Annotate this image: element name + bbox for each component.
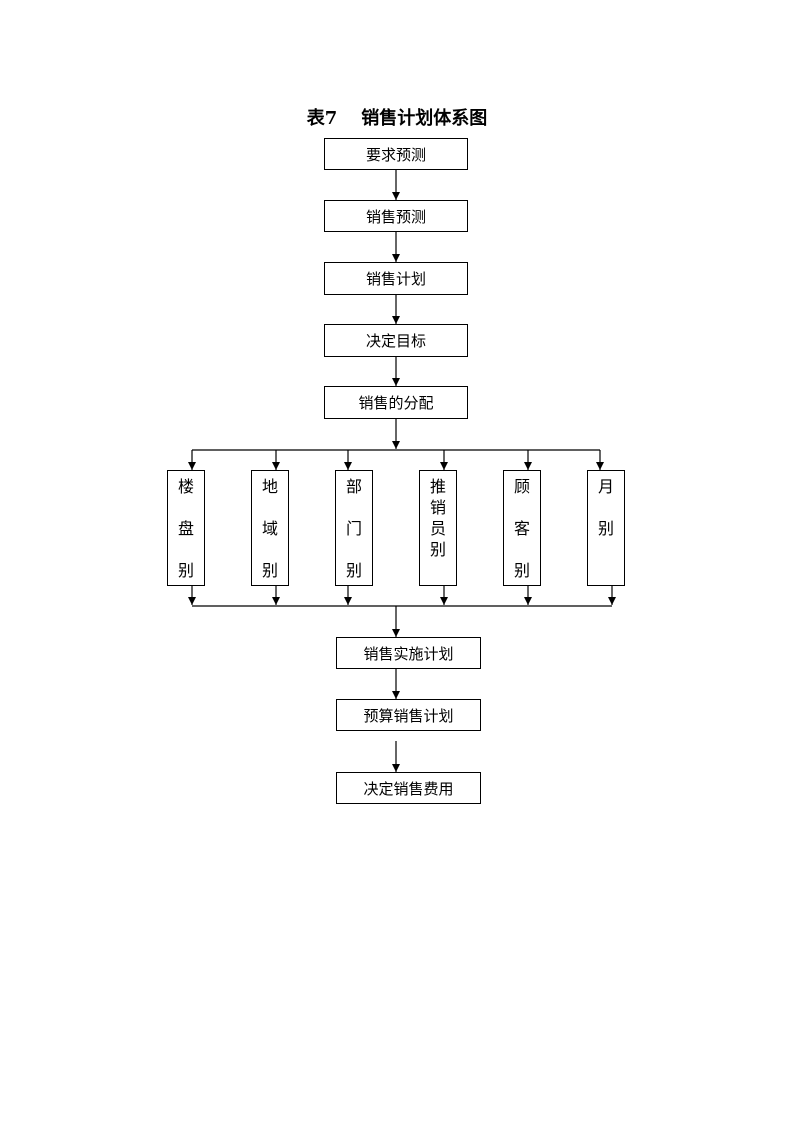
box-sales-allocation: 销售的分配 [324, 386, 468, 419]
char: 月 [597, 477, 614, 496]
table-number: 表7 [306, 108, 338, 129]
box-by-month: 月 别 [587, 470, 625, 586]
char: 推 [429, 477, 446, 496]
box-sales-allocation-label: 销售的分配 [358, 394, 434, 412]
char: 客 [513, 519, 530, 538]
box-by-property: 楼 盘 别 [167, 470, 205, 586]
char: 别 [429, 540, 446, 559]
char: 别 [177, 561, 194, 580]
char: 楼 [177, 477, 194, 496]
box-by-region: 地 域 别 [251, 470, 289, 586]
box-decide-sales-expenses: 决定销售费用 [336, 772, 481, 804]
char: 销 [429, 498, 446, 517]
box-sales-plan-label: 销售计划 [365, 270, 426, 288]
char: 地 [261, 477, 278, 496]
char: 顾 [513, 477, 530, 496]
diagram-title: 表7 销售计划体系图 [0, 104, 794, 130]
char: 域 [261, 519, 278, 538]
box-sales-forecast: 销售预测 [324, 200, 468, 232]
box-budget-sales-plan: 预算销售计划 [336, 699, 481, 731]
box-sales-plan: 销售计划 [324, 262, 468, 295]
box-by-department: 部 门 别 [335, 470, 373, 586]
char: 别 [597, 519, 614, 538]
box-decide-sales-expenses-label: 决定销售费用 [363, 779, 454, 798]
diagram-name: 销售计划体系图 [361, 108, 488, 129]
box-by-salesperson: 推 销 员 别 [419, 470, 457, 586]
box-by-customer: 顾 客 别 [503, 470, 541, 586]
box-decide-targets: 决定目标 [324, 324, 468, 357]
box-demand-forecast-label: 要求预测 [365, 145, 426, 164]
char: 别 [345, 561, 362, 580]
box-sales-forecast-label: 销售预测 [365, 207, 426, 226]
box-budget-sales-plan-label: 预算销售计划 [363, 706, 454, 725]
char: 员 [429, 519, 446, 538]
box-sales-execution-plan: 销售实施计划 [336, 637, 481, 669]
char: 别 [261, 561, 278, 580]
box-decide-targets-label: 决定目标 [365, 332, 426, 350]
box-demand-forecast: 要求预测 [324, 138, 468, 170]
char: 别 [513, 561, 530, 580]
char: 部 [345, 477, 362, 496]
box-sales-execution-plan-label: 销售实施计划 [363, 644, 454, 663]
char: 门 [345, 519, 362, 538]
char: 盘 [177, 519, 194, 538]
